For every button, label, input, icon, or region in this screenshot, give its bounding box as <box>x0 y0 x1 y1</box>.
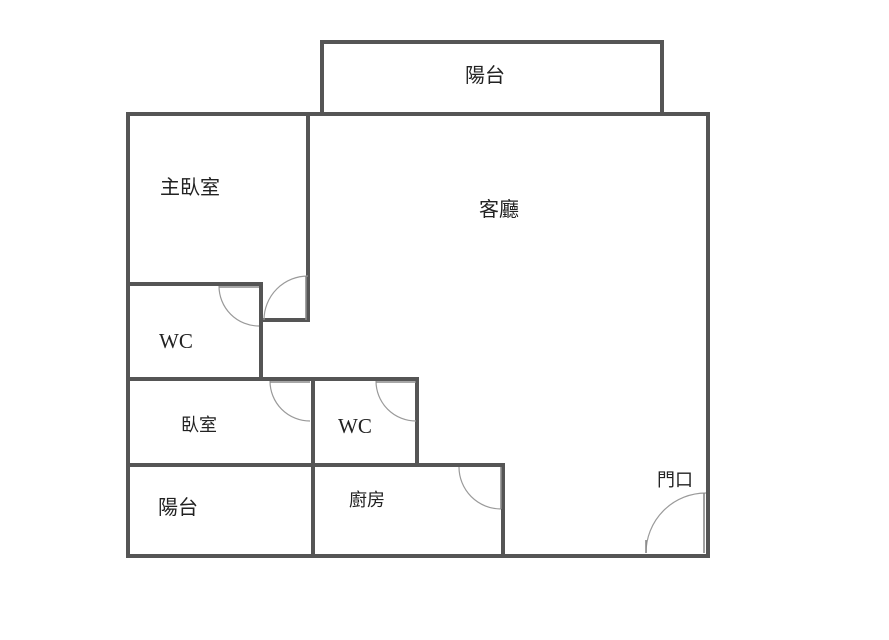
bottom-balcony-label: 陽台 <box>158 495 198 519</box>
living-room-label: 客廳 <box>479 197 519 221</box>
doors <box>218 275 707 554</box>
wc-door-icon <box>375 380 417 422</box>
wc-label: WC <box>338 414 372 438</box>
master-bedroom-wall <box>261 112 310 322</box>
room-labels: 陽台 主臥室 客廳 WC 臥室 WC 陽台 廚房 門口 <box>158 63 693 519</box>
outer-wall <box>126 112 710 558</box>
master-wc-label: WC <box>159 329 193 353</box>
master-bedroom-label: 主臥室 <box>160 175 220 199</box>
master-bedroom-door-icon <box>263 275 309 321</box>
top-balcony-walls <box>320 40 664 114</box>
walls <box>126 40 710 558</box>
bedroom-door-icon <box>269 380 311 422</box>
top-balcony-label: 陽台 <box>465 63 505 87</box>
entrance-door-icon <box>645 492 707 554</box>
kitchen-label: 廚房 <box>349 489 385 511</box>
master-wc-door-icon <box>218 285 260 327</box>
entrance-label: 門口 <box>657 470 693 491</box>
kitchen-door-icon <box>458 466 502 510</box>
bedroom-label: 臥室 <box>181 415 217 436</box>
